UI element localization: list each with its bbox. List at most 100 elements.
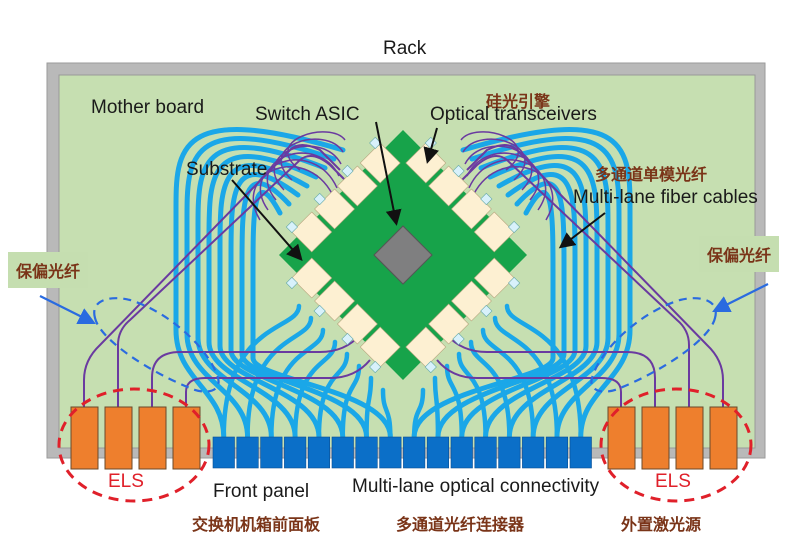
blue-fiber xyxy=(460,127,633,440)
optical-transceivers-label: Optical transceivers xyxy=(430,104,597,125)
pm-fiber xyxy=(462,138,526,181)
pm-fiber-right-arrow xyxy=(712,283,769,312)
blue-fiber xyxy=(340,363,362,440)
fiber-coupler xyxy=(452,332,465,346)
els-module xyxy=(675,406,704,470)
optical-transceiver xyxy=(291,211,333,253)
blue-fiber xyxy=(459,172,578,440)
connector xyxy=(403,436,426,469)
pm-fiber xyxy=(151,334,361,407)
blue-fiber xyxy=(245,315,314,440)
blue-fiber xyxy=(228,172,346,440)
fiber-coupler xyxy=(452,164,465,178)
fiber-coupler xyxy=(285,276,298,290)
blue-fiber xyxy=(292,339,338,440)
fiber-coupler xyxy=(313,192,326,206)
fiber-coupler xyxy=(341,332,354,346)
pm-fiber xyxy=(252,165,336,221)
connectivity-label: Multi-lane optical connectivity xyxy=(352,476,600,497)
pm-fiber-left-label: 保偏光纤 xyxy=(8,252,89,288)
els-module xyxy=(104,406,133,470)
connector xyxy=(498,436,521,469)
blue-fiber xyxy=(206,154,319,440)
connector xyxy=(522,436,545,469)
mother-board-label: Mother board xyxy=(91,97,205,118)
pm-fiber xyxy=(273,145,342,191)
els-module xyxy=(607,406,636,470)
els-right-outline xyxy=(599,387,753,503)
els-cn-label: 外置激光源 xyxy=(621,515,702,534)
substrate-label: Substrate xyxy=(186,159,268,180)
front-panel-cn-label: 交换机机箱前面板 xyxy=(192,515,321,534)
switch-asic xyxy=(373,225,433,285)
connector xyxy=(260,436,283,469)
switch-asic-arrow xyxy=(375,121,402,226)
pm-fiber xyxy=(117,155,346,407)
fiber-coupler xyxy=(285,220,298,234)
pm-fiber xyxy=(461,155,690,407)
blue-fiber xyxy=(411,387,426,440)
fiber-coupler xyxy=(369,136,382,150)
fiber-coupler xyxy=(313,304,326,318)
connector xyxy=(426,436,450,469)
pm-fiber-left-outline xyxy=(93,297,220,393)
pm-fiber xyxy=(436,359,622,407)
pm-fiber xyxy=(466,152,540,201)
optical-transceivers-cn-label: 硅光引擎 xyxy=(486,92,551,111)
fiber-cables-cn-label: 多通道单模光纤 xyxy=(595,165,708,184)
optical-transceivers xyxy=(285,136,521,374)
connector xyxy=(450,436,473,469)
blue-fiber xyxy=(221,303,302,440)
front-panel-label: Front panel xyxy=(213,481,310,502)
substrate-arrow xyxy=(231,179,303,262)
els-right-label: ELS xyxy=(655,471,691,492)
connector xyxy=(474,436,497,469)
fiber-coupler xyxy=(480,192,493,206)
connector xyxy=(284,436,307,469)
blue-fiber xyxy=(432,375,441,440)
connector xyxy=(379,436,402,469)
connector xyxy=(307,436,331,469)
rack-title: Rack xyxy=(383,38,427,59)
blue-fiber xyxy=(269,327,326,440)
pm-fiber xyxy=(280,138,344,181)
els-module xyxy=(70,406,99,470)
fiber-coupler xyxy=(424,360,437,374)
connector xyxy=(569,436,592,469)
blue-fiber xyxy=(444,363,464,440)
els-left-label: ELS xyxy=(108,471,144,492)
els-left-modules xyxy=(70,406,201,470)
front-panel-connectors xyxy=(212,436,592,469)
fiber-coupler xyxy=(508,220,521,234)
blue-fiber xyxy=(380,387,393,440)
connector xyxy=(331,436,354,469)
els-module xyxy=(138,406,167,470)
fiber-coupler xyxy=(480,304,493,318)
els-left-outline xyxy=(57,387,211,503)
connectivity-cn-label: 多通道光纤连接器 xyxy=(396,515,525,534)
blue-fiber xyxy=(504,303,583,440)
blue-fiber xyxy=(487,154,600,440)
fiber-coupler xyxy=(369,360,382,374)
blue-fiber xyxy=(217,163,322,440)
pm-fiber-left-arrow xyxy=(39,295,96,324)
pm-fiber xyxy=(464,145,533,191)
pm-fiber-right-outline xyxy=(590,297,717,393)
pm-fiber xyxy=(470,165,554,221)
optical-transceiver xyxy=(473,257,515,299)
fiber-coupler xyxy=(508,276,521,290)
blue-fiber xyxy=(492,315,560,440)
blue-fiber xyxy=(480,327,536,440)
fiber-coupler xyxy=(341,164,354,178)
connector xyxy=(545,436,569,469)
optical-transceiver xyxy=(359,142,401,184)
blue-fiber xyxy=(456,351,488,440)
els-module xyxy=(641,406,670,470)
els-module xyxy=(709,406,738,470)
connector xyxy=(355,436,378,469)
fiber-cables-arrow xyxy=(558,212,606,249)
connector xyxy=(212,436,235,469)
optical-transceiver xyxy=(473,211,515,253)
els-module xyxy=(172,406,201,470)
